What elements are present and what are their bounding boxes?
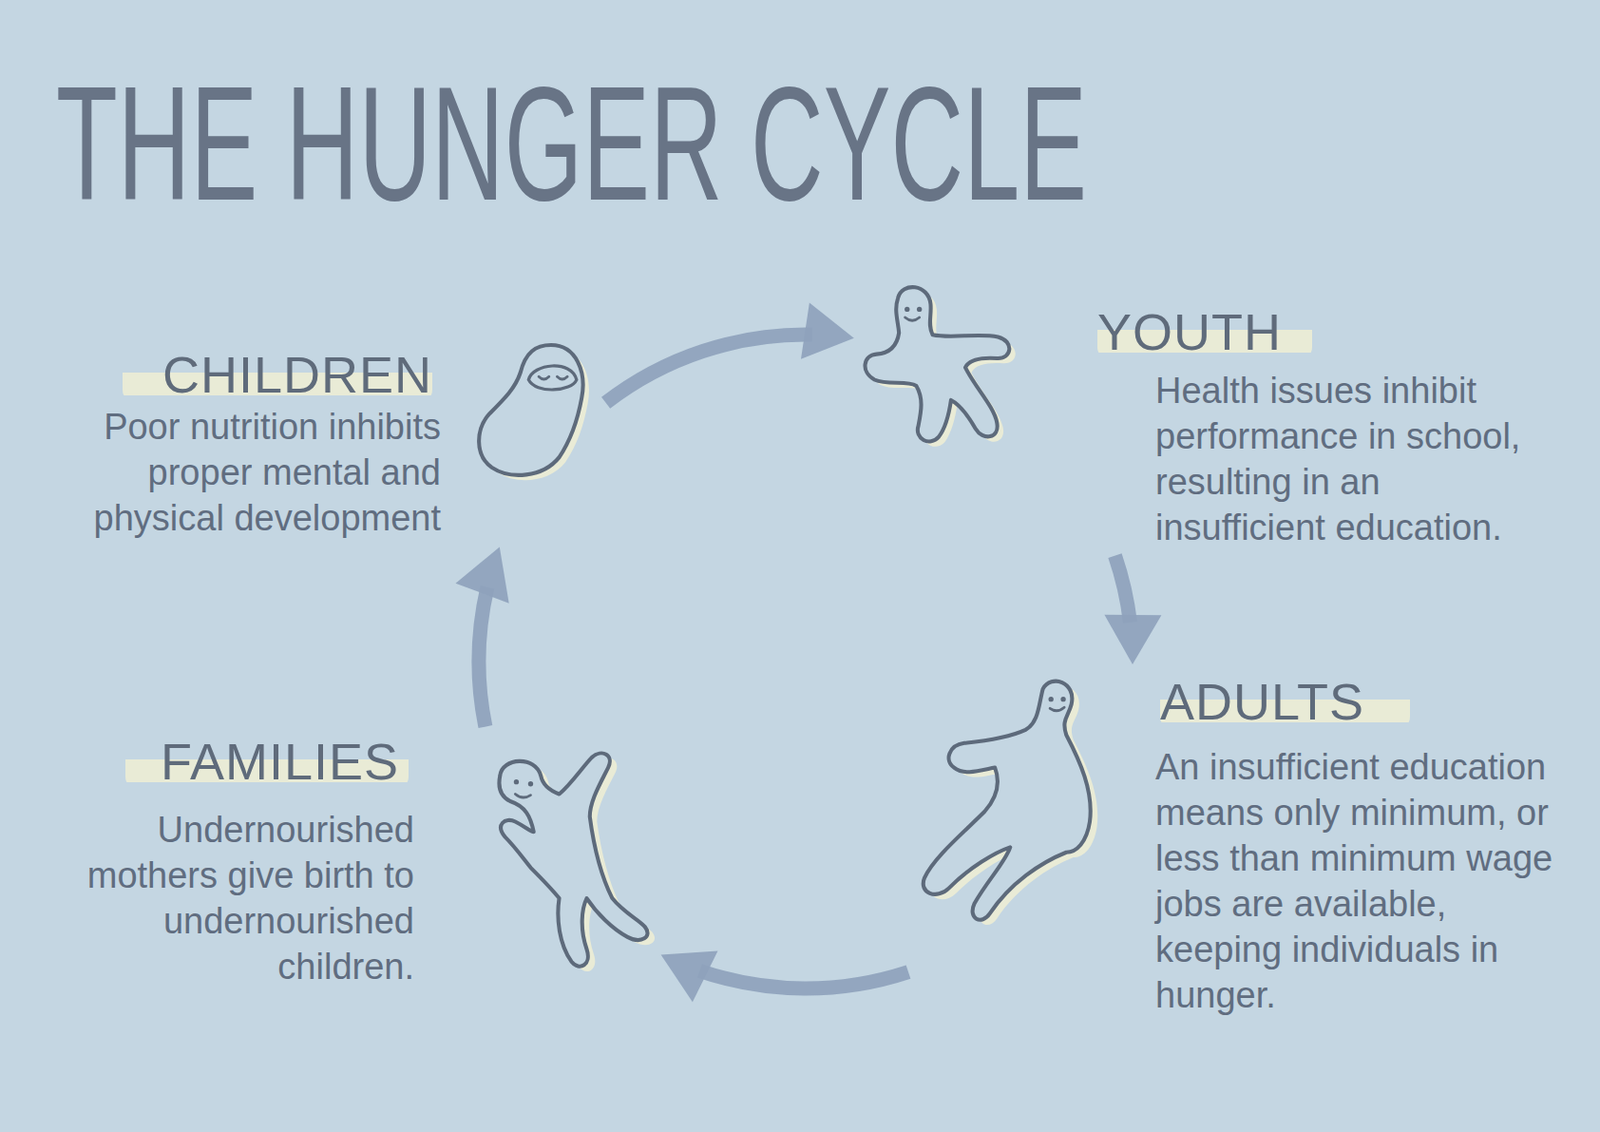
stage-group: ADULTS An insufficient education means on… bbox=[908, 664, 1580, 1024]
arrow-head bbox=[1104, 614, 1162, 665]
arrow-head bbox=[800, 302, 855, 359]
figure-smile bbox=[514, 794, 531, 799]
stage-description: Poor nutrition inhibits proper mental an… bbox=[60, 403, 441, 541]
figure-eye bbox=[916, 306, 922, 312]
stage-description: Undernourished mothers give birth to und… bbox=[53, 806, 415, 990]
diagram-title: THE HUNGER CYCLE bbox=[56, 62, 1087, 225]
cycle-arrow bbox=[1104, 555, 1162, 665]
adult-figure bbox=[923, 681, 1099, 925]
arrow-line bbox=[606, 334, 813, 403]
figure-smile bbox=[905, 317, 920, 321]
youth-figure bbox=[865, 286, 1016, 447]
stage-heading: YOUTH bbox=[1097, 303, 1313, 361]
figure-eye bbox=[538, 376, 550, 380]
cycle-arrow bbox=[661, 951, 909, 1003]
stage-group: FAMILIES Undernourished mothers give birt… bbox=[47, 726, 662, 995]
figure-outline bbox=[499, 752, 648, 966]
arrow-head bbox=[456, 547, 510, 604]
figure-smile bbox=[1049, 706, 1065, 711]
figure-eye bbox=[1048, 696, 1054, 702]
figure-face bbox=[528, 365, 576, 390]
arrow-line bbox=[699, 970, 909, 989]
stage-group: YOUTH Health issues inhibit performance i… bbox=[854, 271, 1551, 556]
figure-eye bbox=[528, 780, 534, 786]
figure-outline bbox=[865, 286, 1010, 441]
stage-heading: FAMILIES bbox=[125, 732, 409, 790]
figure-eye bbox=[556, 376, 568, 380]
stage-description: Health issues inhibit performance in sch… bbox=[1155, 367, 1545, 551]
stage-description: An insufficient education means only min… bbox=[1155, 743, 1574, 1018]
arrow-head bbox=[661, 951, 719, 1003]
figure-eye bbox=[514, 779, 519, 784]
figure-outline bbox=[923, 681, 1091, 920]
figure-eye bbox=[1060, 696, 1066, 702]
cycle-arrow bbox=[456, 547, 510, 727]
stage-group: CHILDRENPoor nutrition inhibits proper m… bbox=[55, 334, 607, 547]
family-figure bbox=[499, 752, 656, 972]
figure-eye bbox=[904, 306, 910, 312]
arrow-line bbox=[478, 587, 488, 727]
figure-outline bbox=[478, 344, 583, 476]
stage-heading: ADULTS bbox=[1160, 672, 1410, 730]
baby-figure bbox=[478, 344, 590, 480]
stage-heading: CHILDREN bbox=[122, 345, 433, 403]
cycle-arrow bbox=[606, 302, 855, 402]
arrow-line bbox=[1115, 555, 1131, 623]
